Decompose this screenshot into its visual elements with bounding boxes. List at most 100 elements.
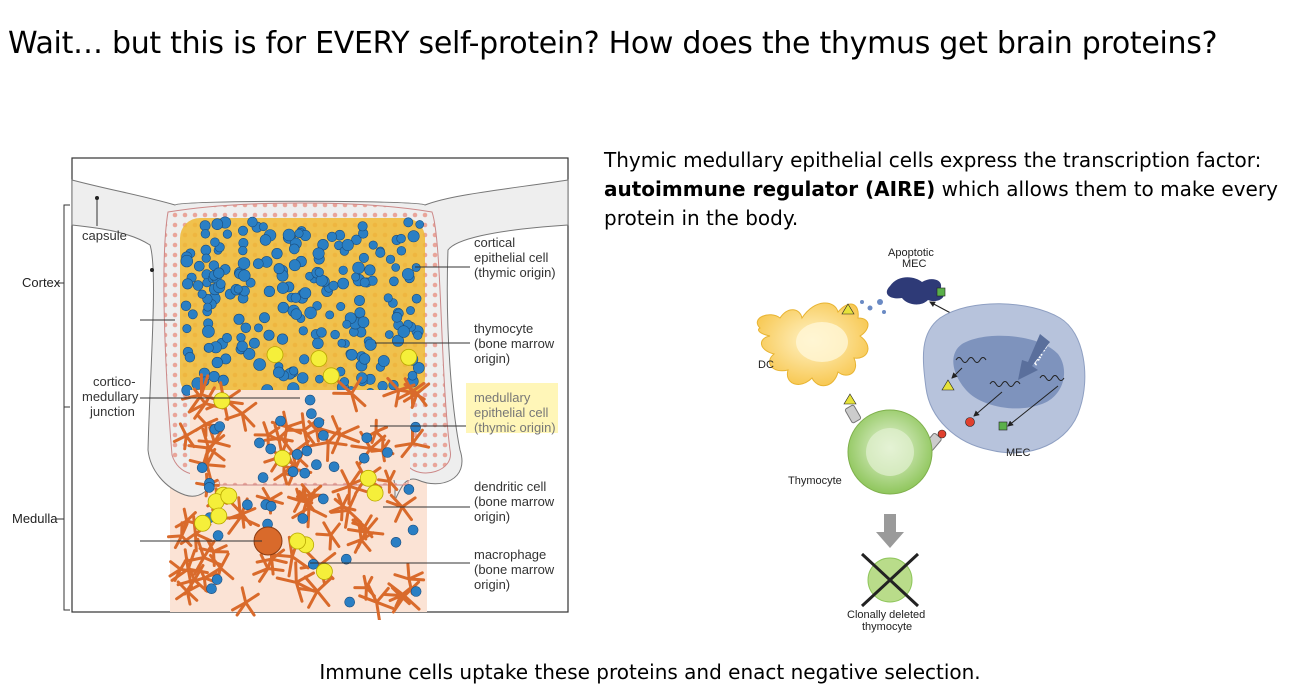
macrophage-cell: [227, 502, 257, 529]
thymocyte-cell: [211, 356, 223, 369]
macrophage-cell: [188, 446, 226, 483]
cortex-label: Cortex: [22, 275, 61, 290]
description-bold: autoimmune regulator (AIRE): [604, 177, 936, 201]
thymocyte-cell: [326, 231, 338, 242]
thymocyte-cell: [200, 244, 212, 256]
thymocyte-cell: [342, 319, 352, 329]
medullary-highlight: [466, 383, 558, 433]
thymocyte-cell: [375, 247, 386, 258]
thymocyte-cell: [238, 225, 249, 236]
thymocyte-cell: [257, 472, 269, 483]
thymocyte-cell: [325, 310, 335, 320]
thymocyte-cell: [406, 306, 415, 315]
thymocyte-cell: [368, 240, 378, 250]
thymocyte-cell: [237, 257, 251, 270]
thymocyte-cell: [238, 269, 251, 282]
thymocyte-cell: [361, 432, 373, 444]
thymocyte-cell: [196, 462, 208, 474]
thymocyte-cell: [314, 267, 324, 277]
thymocyte-cell: [364, 264, 376, 276]
medullary-epithelial-cell: [400, 348, 418, 366]
thymocyte-cell: [288, 243, 300, 255]
macrophage-cell: [170, 548, 209, 590]
macrophage-cell: [275, 561, 316, 603]
macrophage-cell: [309, 425, 348, 462]
thymocyte-cell: [301, 445, 313, 457]
thymocyte-cell: [341, 239, 354, 252]
thymocyte-cell: [290, 308, 302, 320]
thymocyte-cell: [252, 258, 264, 269]
gene-wave-3: [1039, 375, 1065, 381]
thymocyte-cell: [276, 282, 289, 294]
macrophage-cell: [331, 469, 368, 506]
thymocyte-cell: [202, 325, 215, 338]
mec-label: MEC: [1006, 447, 1031, 459]
medullary-epithelial-cell: [315, 563, 333, 580]
thymocyte-cell: [338, 265, 348, 275]
thymocyte-cell: [312, 247, 325, 260]
cortical-label-3: (thymic origin): [474, 265, 556, 280]
description-text: Thymic medullary epithelial cells expres…: [604, 148, 1262, 172]
thymocyte-cell: [330, 329, 340, 340]
thymocyte-cell: [352, 261, 365, 275]
thymocyte-cell: [351, 234, 362, 246]
thymocyte-cell: [316, 327, 327, 338]
thymocyte-cell: [238, 245, 248, 256]
thymocyte-cell: [318, 430, 329, 441]
medullary-label-1: medullary: [474, 390, 531, 405]
thymocyte-label-2: (bone marrow: [474, 336, 555, 351]
thymocyte-cell: [180, 254, 194, 268]
medullary-epithelial-cell: [366, 484, 384, 502]
thymocyte-cell: [210, 237, 220, 247]
thymocyte-cell: [403, 217, 414, 228]
thymocyte-cell: [290, 292, 301, 303]
thymocyte-cell: [259, 312, 270, 324]
thymocyte-cell: [354, 295, 365, 306]
thymocyte-cell: [407, 524, 419, 536]
thymocyte-cell: [277, 301, 289, 314]
thymocyte-cell: [344, 596, 356, 608]
thymocyte-cell: [407, 230, 420, 243]
thymocyte-cell: [410, 421, 421, 433]
macrophage-cell: [176, 563, 209, 596]
thymocyte-cell: [192, 280, 204, 291]
medullary-epithelial-cell: [220, 487, 238, 505]
medullary-epithelial-cell: [273, 449, 291, 467]
thymocyte-cell: [182, 324, 192, 334]
macrophage-cell: [332, 376, 367, 413]
aire-diagram: Apoptotic MEC DC AIRE MEC Thymocyte Clon…: [757, 247, 1086, 633]
thymocyte-cell: [377, 355, 390, 367]
thymocyte-cell: [240, 322, 252, 334]
macrophage-cell: [329, 493, 363, 529]
aire-arrow: [1018, 334, 1050, 380]
thymocyte-cell: [410, 586, 422, 597]
dc-antigen-triangle: [841, 303, 855, 315]
thymocyte-cell: [391, 312, 403, 323]
thymocyte-cell: [197, 289, 207, 299]
thymocyte-cell: [397, 325, 410, 338]
macrophage-cell: [271, 535, 310, 578]
medullary-epithelial-cell: [310, 350, 328, 368]
thymocyte-cell: [407, 370, 418, 381]
thymocyte-cell: [411, 293, 422, 304]
thymocyte-cell: [206, 583, 217, 595]
thymocyte-cell: [258, 222, 268, 232]
deleted-label-1: Clonally deleted: [847, 609, 925, 621]
medullary-epithelial-cell: [322, 367, 340, 385]
thymocyte-cell: [182, 278, 194, 290]
thymocyte-cell: [312, 337, 324, 350]
thymocyte-cell: [391, 263, 401, 272]
thymocyte-cell: [384, 330, 394, 339]
macrophage-cell: [383, 580, 421, 614]
slide-description: Thymic medullary epithelial cells expres…: [604, 146, 1284, 233]
thymocyte-cell: [282, 228, 296, 242]
medulla-bracket: [56, 406, 70, 611]
dc-label: DC: [758, 359, 774, 371]
thymocyte-cell: [351, 272, 360, 282]
thymocyte-cell: [412, 362, 425, 374]
thymocyte-cell: [233, 284, 243, 294]
thymocyte-cell: [259, 234, 272, 246]
thymocyte-cell: [201, 253, 211, 263]
thymocyte-cell: [311, 459, 322, 471]
thymocyte-cell: [272, 366, 285, 379]
